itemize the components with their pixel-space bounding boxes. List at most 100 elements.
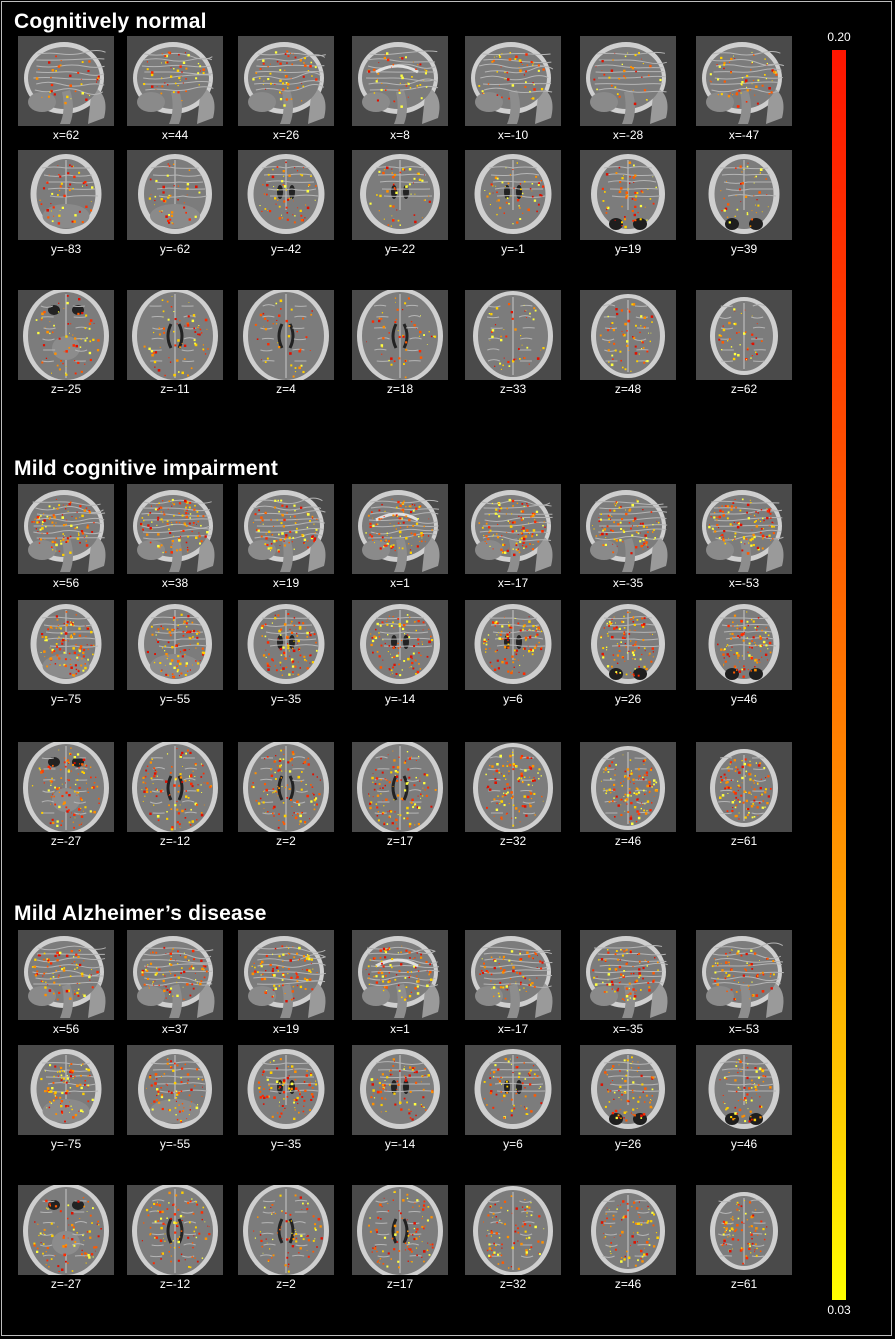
brain-slice-image xyxy=(238,484,334,574)
brain-slice-image xyxy=(238,290,334,380)
slice-coordinate-label: x=-28 xyxy=(612,128,644,142)
activation-overlay xyxy=(593,52,662,106)
activation-overlay xyxy=(483,1195,545,1270)
sagittal-slice: x=-10 xyxy=(465,36,561,142)
slice-coordinate-label: z=48 xyxy=(614,382,642,396)
sagittal-slice: x=-17 xyxy=(465,930,561,1036)
slice-coordinate-label: z=61 xyxy=(730,834,758,848)
activation-overlay xyxy=(719,758,772,820)
brain-slice-image xyxy=(127,484,223,574)
brain-slice-image xyxy=(352,290,448,380)
sagittal-slice: x=1 xyxy=(352,930,448,1036)
brain-slice-image xyxy=(18,1185,114,1275)
slice-coordinate-label: y=39 xyxy=(730,242,758,256)
sagittal-slice: x=-28 xyxy=(580,36,676,142)
slice-coordinate-label: y=-83 xyxy=(50,242,82,256)
activation-overlay xyxy=(31,949,99,1001)
brain-slice-image xyxy=(18,930,114,1020)
activation-overlay xyxy=(721,1200,768,1265)
sagittal-slice: x=-47 xyxy=(696,36,792,142)
activation-overlay xyxy=(600,611,654,677)
brain-slice-image xyxy=(18,600,114,690)
brain-slice-image xyxy=(238,36,334,126)
brain-slice-image xyxy=(238,930,334,1020)
slice-coordinate-label: y=-14 xyxy=(384,692,416,706)
slice-coordinate-label: y=26 xyxy=(614,692,642,706)
brain-slice-image xyxy=(127,1045,223,1135)
brain-slice-image xyxy=(580,742,676,832)
activation-overlay xyxy=(253,1194,323,1273)
activation-overlay xyxy=(711,949,775,1001)
activation-overlay xyxy=(370,1058,434,1121)
brain-slice-image xyxy=(696,742,792,832)
axial-slice: z=-25 xyxy=(18,290,114,396)
activation-overlay xyxy=(484,162,545,225)
activation-overlay xyxy=(366,297,437,379)
sagittal-slice: x=-53 xyxy=(696,930,792,1036)
brain-slice-image xyxy=(465,600,561,690)
axial-slice: z=17 xyxy=(352,1185,448,1291)
activation-overlay xyxy=(478,52,545,100)
slice-coordinate-label: z=46 xyxy=(614,1277,642,1291)
axial-slice: z=62 xyxy=(696,290,792,396)
axial-slice: z=33 xyxy=(465,290,561,396)
brain-slice-image xyxy=(696,1185,792,1275)
activation-overlay xyxy=(719,1057,772,1123)
activation-overlay xyxy=(601,754,658,825)
brain-slice-image xyxy=(127,930,223,1020)
slice-coordinate-label: y=19 xyxy=(614,242,642,256)
activation-overlay xyxy=(140,498,209,554)
activation-overlay xyxy=(367,52,428,108)
colorbar xyxy=(832,50,846,1300)
activation-overlay xyxy=(368,750,437,830)
slice-coordinate-label: y=-35 xyxy=(270,692,302,706)
activation-overlay xyxy=(709,51,778,108)
slice-coordinate-label: x=56 xyxy=(52,1022,80,1036)
coronal-slice: y=-35 xyxy=(238,600,334,706)
slice-coordinate-label: x=-47 xyxy=(728,128,760,142)
slice-coordinate-label: x=62 xyxy=(52,128,80,142)
axial-slice: z=-27 xyxy=(18,742,114,848)
brain-slice-image xyxy=(127,150,223,240)
activation-overlay xyxy=(368,1190,434,1269)
slice-coordinate-label: y=46 xyxy=(730,692,758,706)
coronal-slice: y=19 xyxy=(580,150,676,256)
slice-coordinate-label: y=6 xyxy=(503,692,523,706)
brain-slice-image xyxy=(465,290,561,380)
activation-overlay xyxy=(720,162,769,227)
coronal-slice: y=-75 xyxy=(18,600,114,706)
brain-slice-image xyxy=(580,600,676,690)
activation-overlay xyxy=(483,616,543,675)
coronal-slice: y=-22 xyxy=(352,150,448,256)
activation-overlay xyxy=(252,499,318,553)
brain-slice-image xyxy=(352,484,448,574)
slice-coordinate-label: x=1 xyxy=(390,576,410,590)
axial-slice: z=18 xyxy=(352,290,448,396)
slice-coordinate-label: y=-42 xyxy=(270,242,302,256)
group-title: Mild Alzheimer’s disease xyxy=(14,902,267,925)
colorbar-min-label: 0.03 xyxy=(827,1303,851,1317)
brain-slice-image xyxy=(127,742,223,832)
axial-slice: z=-12 xyxy=(127,1185,223,1291)
activation-overlay xyxy=(601,161,657,229)
brain-slice-image xyxy=(580,1185,676,1275)
coronal-slice: y=46 xyxy=(696,600,792,706)
slice-coordinate-label: z=33 xyxy=(499,382,527,396)
slice-coordinate-label: z=-12 xyxy=(159,1277,191,1291)
activation-overlay xyxy=(370,614,434,677)
sagittal-slice: x=-17 xyxy=(465,484,561,590)
brain-slice-image xyxy=(580,150,676,240)
brain-slice-image xyxy=(580,930,676,1020)
brain-slice-image xyxy=(465,36,561,126)
coronal-slice: y=-14 xyxy=(352,1045,448,1151)
brain-slice-image xyxy=(352,600,448,690)
slice-coordinate-label: z=61 xyxy=(730,1277,758,1291)
group-title: Cognitively normal xyxy=(14,10,207,33)
activation-overlay xyxy=(141,748,212,831)
coronal-slice: y=-62 xyxy=(127,150,223,256)
slice-coordinate-label: y=-62 xyxy=(159,242,191,256)
brain-slice-image xyxy=(18,36,114,126)
slice-coordinate-label: x=-35 xyxy=(612,1022,644,1036)
activation-overlay xyxy=(485,751,544,827)
slice-coordinate-label: x=8 xyxy=(390,128,410,142)
